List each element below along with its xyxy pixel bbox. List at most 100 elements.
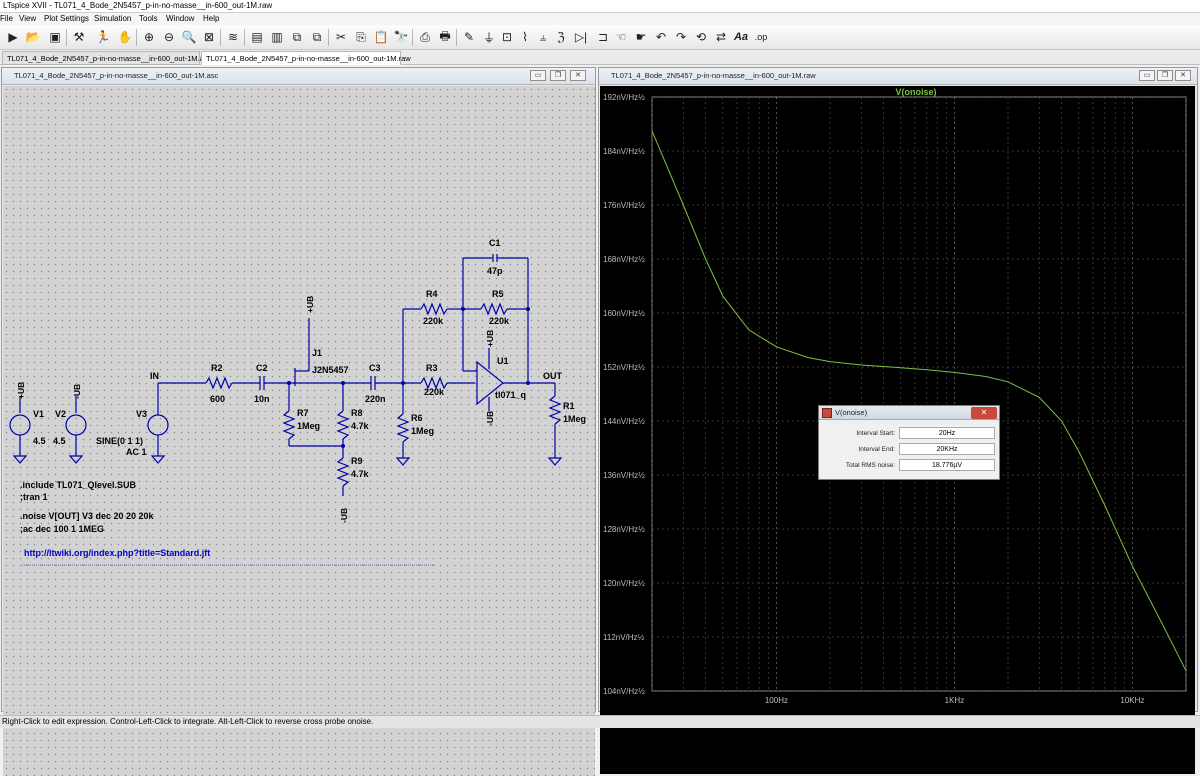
label-r1: R1 xyxy=(563,401,575,411)
text-icon[interactable]: Aa xyxy=(733,31,749,43)
net-j1-pos: +UB xyxy=(305,296,315,313)
y-tick-label: 112nV/Hz½ xyxy=(603,633,645,642)
zoom-in-icon[interactable]: ⊕ xyxy=(143,30,155,44)
trace-v-onoise[interactable] xyxy=(651,130,1187,672)
label-j1: J1 xyxy=(312,348,322,358)
window-title: LTspice XVII - TL071_4_Bode_2N5457_p-in-… xyxy=(3,1,273,10)
label-r9: R9 xyxy=(351,456,363,466)
menu-simulation[interactable]: Simulation xyxy=(94,14,132,23)
menu-plot-settings[interactable]: Plot Settings xyxy=(44,14,89,23)
resistor-icon[interactable]: ⌇ xyxy=(522,30,528,44)
noise-integration-dialog: V(onoise) ✕ Interval Start: 20Hz Interva… xyxy=(818,405,1000,480)
undo-icon[interactable]: ↶ xyxy=(655,30,667,44)
run-icon[interactable]: ▶ xyxy=(8,30,18,44)
schematic-window: TL071_4_Bode_2N5457_p-in-no-masse__in-60… xyxy=(1,67,596,776)
y-tick-label: 160nV/Hz½ xyxy=(603,309,645,318)
directive-ac: ;ac dec 100 1 1MEG xyxy=(20,524,104,534)
value-r8: 4.7k xyxy=(351,421,370,431)
waveform-window-titlebar: TL071_4_Bode_2N5457_p-in-no-masse__in-60… xyxy=(599,68,1197,85)
copy-icon[interactable]: ⎘ xyxy=(356,29,366,44)
halt-icon[interactable]: 🏃 xyxy=(95,30,111,44)
label-c3: C3 xyxy=(369,363,381,373)
close-button[interactable]: ✕ xyxy=(570,70,586,81)
y-tick-label: 144nV/Hz½ xyxy=(603,417,645,426)
net-u1-pos: +UB xyxy=(485,330,495,347)
label-net-icon[interactable]: ⊡ xyxy=(501,30,513,44)
tile-horizontal-icon[interactable]: ▤ xyxy=(251,30,263,44)
cut-icon[interactable]: ✂ xyxy=(335,30,347,44)
value-c2: 10n xyxy=(254,394,270,404)
inductor-icon[interactable]: ℨ xyxy=(557,30,565,44)
total-rms-noise-label: Total RMS noise: xyxy=(845,462,895,469)
tab-schematic[interactable]: TL071_4_Bode_2N5457_p-in-no-masse__in-60… xyxy=(2,51,211,65)
print-icon[interactable]: ⎙ xyxy=(420,29,430,44)
value-r3: 220k xyxy=(424,387,445,397)
draw-wire-icon[interactable]: ✎ xyxy=(463,30,475,44)
interval-end-label: Interval End: xyxy=(858,446,896,453)
zoom-area-icon[interactable]: 🔍 xyxy=(181,30,197,44)
schematic-window-title: TL071_4_Bode_2N5457_p-in-no-masse__in-60… xyxy=(14,71,219,80)
interval-start-value: 20Hz xyxy=(899,427,995,439)
print-preview-icon[interactable]: 🖶 xyxy=(439,28,451,43)
trace-name-label[interactable]: V(onoise) xyxy=(895,87,936,97)
capacitor-icon[interactable]: ⫨ xyxy=(539,29,547,44)
minimize-button[interactable]: ▭ xyxy=(530,70,546,81)
plot-frame xyxy=(651,96,1187,692)
find-icon[interactable]: 🔭 xyxy=(393,30,409,44)
zoom-fit-icon[interactable]: ⊠ xyxy=(203,30,215,44)
close-button[interactable]: ✕ xyxy=(1175,70,1191,81)
spice-directive-icon[interactable]: .op xyxy=(754,32,768,42)
waveform-window-title: TL071_4_Bode_2N5457_p-in-no-masse__in-60… xyxy=(611,71,816,80)
waveform-window: TL071_4_Bode_2N5457_p-in-no-masse__in-60… xyxy=(598,67,1198,774)
save-icon[interactable]: ▣ xyxy=(49,30,61,44)
component-icon[interactable]: ⊐ xyxy=(597,30,609,44)
tile-vertical-icon[interactable]: ▥ xyxy=(271,30,283,44)
control-panel-icon[interactable]: ⚒ xyxy=(73,30,85,44)
autorange-icon[interactable]: ≋ xyxy=(227,30,239,44)
menu-window[interactable]: Window xyxy=(166,14,195,23)
ground-icon[interactable]: ⏚ xyxy=(482,30,495,45)
document-tab-bar: TL071_4_Bode_2N5457_p-in-no-masse__in-60… xyxy=(0,50,1200,65)
net-out: OUT xyxy=(543,371,563,381)
zoom-out-icon[interactable]: ⊖ xyxy=(163,30,175,44)
label-r4: R4 xyxy=(426,289,438,299)
cascade-icon[interactable]: ⧉ xyxy=(292,29,302,44)
y-tick-label: 168nV/Hz½ xyxy=(603,255,645,264)
value-v2: 4.5 xyxy=(53,436,66,446)
restore-button[interactable]: ❐ xyxy=(550,70,566,81)
dialog-close-button[interactable]: ✕ xyxy=(971,407,997,419)
label-c1: C1 xyxy=(489,238,501,248)
open-icon[interactable]: 📂 xyxy=(25,30,41,44)
menu-help[interactable]: Help xyxy=(203,14,220,23)
rotate-icon[interactable]: ⟲ xyxy=(695,30,707,44)
schematic-canvas[interactable]: V1 4.5 +UB V2 4.5 -UB V3 SINE(0 1 1) AC … xyxy=(3,86,595,776)
status-bar: Right-Click to edit expression. Control-… xyxy=(0,715,1200,728)
value-r7: 1Meg xyxy=(297,421,320,431)
net-u1-neg: -UB xyxy=(485,411,495,426)
menu-tools[interactable]: Tools xyxy=(139,14,158,23)
minimize-button[interactable]: ▭ xyxy=(1139,70,1155,81)
tab-waveform[interactable]: TL071_4_Bode_2N5457_p-in-no-masse__in-60… xyxy=(201,51,411,65)
drag-icon[interactable]: ☛ xyxy=(635,30,647,44)
net-v2-neg: -UB xyxy=(72,384,82,399)
y-tick-label: 120nV/Hz½ xyxy=(603,579,645,588)
noise-plot[interactable]: 192nV/Hz½184nV/Hz½176nV/Hz½168nV/Hz½160n… xyxy=(600,86,1195,712)
menu-file[interactable]: File xyxy=(0,14,13,23)
net-in: IN xyxy=(150,371,159,381)
label-r8: R8 xyxy=(351,408,363,418)
directive-noise: .noise V[OUT] V3 dec 20 20 20k xyxy=(20,511,155,521)
paste-icon[interactable]: 📋 xyxy=(373,30,389,44)
toolbar: ▶ 📂 ▣ ⚒ 🏃 ✋ ⊕ ⊖ 🔍 ⊠ ≋ ▤ ▥ ⧉ ⧉ ✂ ⎘ 📋 🔭 ⎙ … xyxy=(0,25,1200,50)
redo-icon[interactable]: ↷ xyxy=(675,30,687,44)
restore-button[interactable]: ❐ xyxy=(1157,70,1173,81)
value-u1: tl071_q xyxy=(495,390,526,400)
diode-icon[interactable]: ▷| xyxy=(574,30,588,44)
menu-view[interactable]: View xyxy=(19,14,37,23)
label-u1: U1 xyxy=(497,356,509,366)
pan-icon[interactable]: ✋ xyxy=(117,30,133,44)
label-c2: C2 xyxy=(256,363,268,373)
status-text: Right-Click to edit expression. Control-… xyxy=(2,717,374,726)
cascade2-icon[interactable]: ⧉ xyxy=(312,29,322,44)
mirror-icon[interactable]: ⇄ xyxy=(715,30,727,44)
move-icon[interactable]: ☜ xyxy=(615,30,627,44)
